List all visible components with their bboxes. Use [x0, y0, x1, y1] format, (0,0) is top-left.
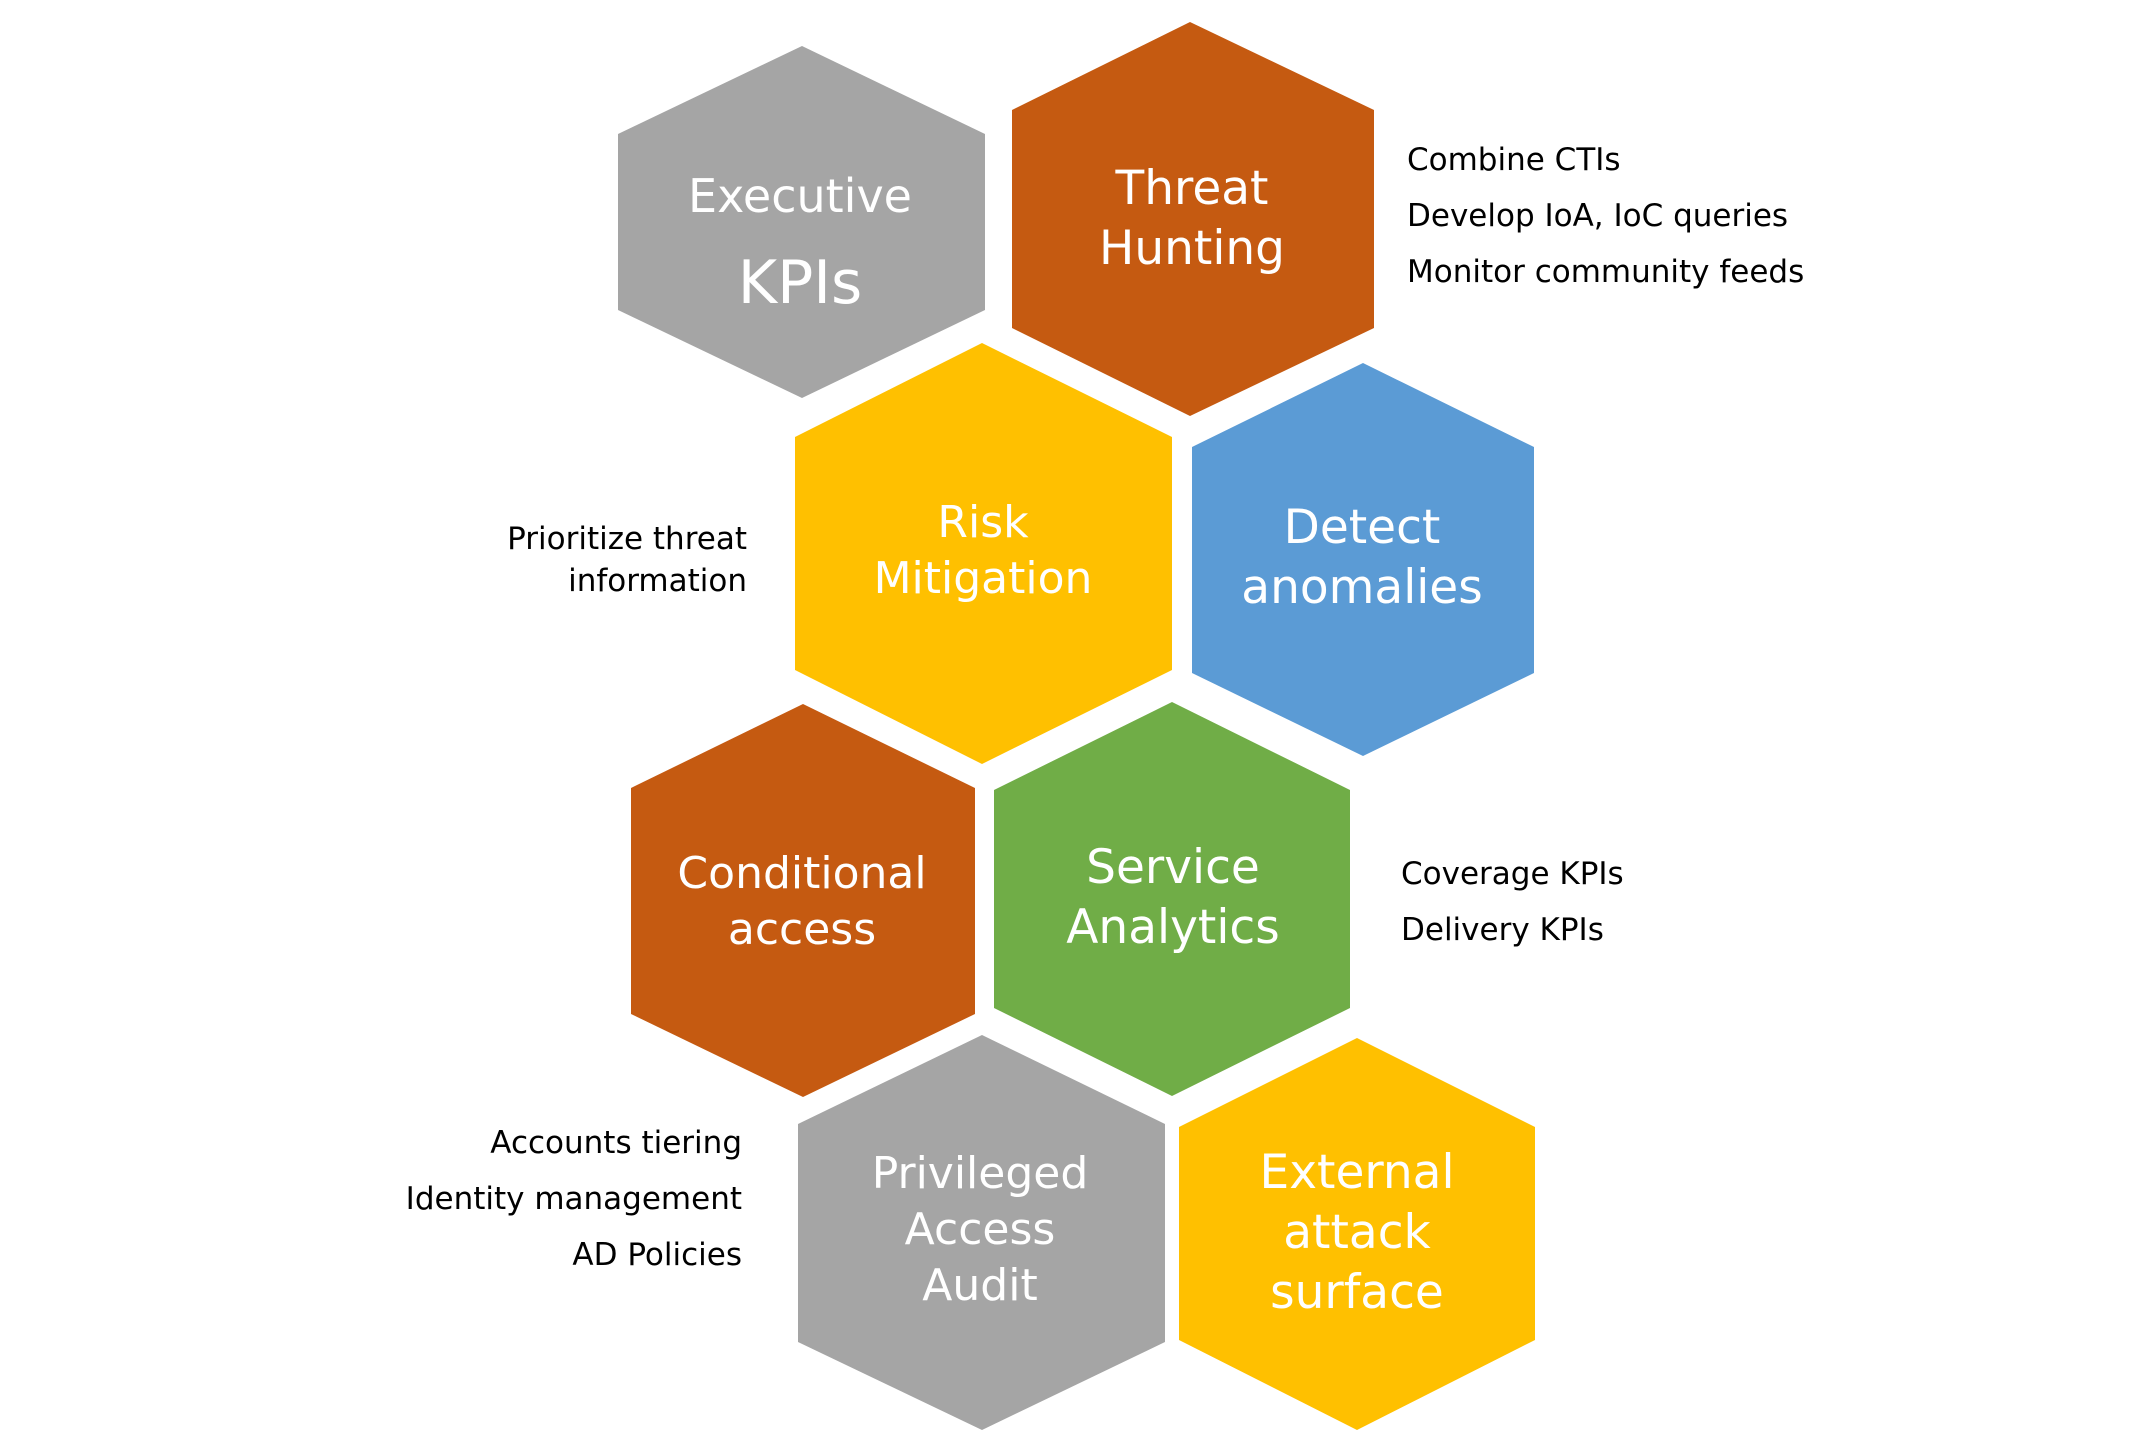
hexagon-shape [795, 343, 1172, 764]
hexagon-detect-anomalies: Detect anomalies [1192, 363, 1534, 756]
hexagon-shape [994, 702, 1350, 1096]
hexagon-label-line: Mitigation [874, 553, 1093, 604]
hexagon-conditional-access: Conditional access [631, 704, 975, 1097]
hexagon-risk-mitigation: Risk Mitigation [795, 343, 1172, 764]
hexagon-label-line: Privileged [872, 1148, 1089, 1199]
hexagon-label-line: attack [1283, 1205, 1431, 1260]
hexagon-shape [1192, 363, 1534, 756]
hexagon-label-line: Audit [922, 1260, 1037, 1311]
note-line: information [568, 563, 747, 599]
hexagon-label-line: Detect [1284, 500, 1441, 555]
hexagon-label-line: Executive [688, 169, 912, 223]
note-line: Combine CTIs [1407, 142, 1621, 178]
notes-privileged-access: Accounts tiering Identity management AD … [406, 1125, 742, 1273]
hexagon-label-line: Service [1086, 840, 1260, 895]
hexagon-privileged-access-audit: Privileged Access Audit [798, 1035, 1165, 1430]
hexagon-label-line: Risk [937, 497, 1029, 548]
note-line: Coverage KPIs [1401, 856, 1624, 892]
hexagon-label-line: anomalies [1241, 560, 1482, 615]
note-line: AD Policies [572, 1237, 742, 1273]
hexagon-label-line: Analytics [1066, 900, 1279, 955]
hexagon-shape [631, 704, 975, 1097]
note-line: Prioritize threat [507, 521, 747, 557]
hexagon-shape [618, 46, 985, 398]
hexagon-external-attack-surface: External attack surface [1179, 1038, 1535, 1430]
note-line: Accounts tiering [490, 1125, 742, 1161]
notes-threat-hunting: Combine CTIs Develop IoA, IoC queries Mo… [1407, 142, 1804, 290]
hexagon-shape [798, 1035, 1165, 1430]
notes-service-analytics: Coverage KPIs Delivery KPIs [1401, 856, 1624, 948]
hexagon-label-line: External [1260, 1145, 1455, 1200]
hexagon-threat-hunting: Threat Hunting [1012, 22, 1374, 416]
note-line: Monitor community feeds [1407, 254, 1804, 290]
hexagon-label-line: Access [905, 1204, 1056, 1255]
hexagon-label-line: access [728, 904, 876, 955]
hexagon-label-line: Hunting [1099, 221, 1285, 276]
note-line: Delivery KPIs [1401, 912, 1604, 948]
hexagon-executive-kpis: Executive KPIs [618, 46, 985, 398]
note-line: Develop IoA, IoC queries [1407, 198, 1788, 234]
hexagon-service-analytics: Service Analytics [994, 702, 1350, 1096]
notes-risk-mitigation: Prioritize threat information [507, 521, 747, 599]
hexagon-label-line: surface [1270, 1265, 1444, 1320]
hexagon-label-line: KPIs [738, 248, 862, 318]
hexagon-shape [1179, 1038, 1535, 1430]
hexagon-label-line: Threat [1115, 161, 1269, 216]
hexagon-shape [1012, 22, 1374, 416]
hexagon-label-line: Conditional [677, 848, 926, 899]
note-line: Identity management [406, 1181, 742, 1217]
